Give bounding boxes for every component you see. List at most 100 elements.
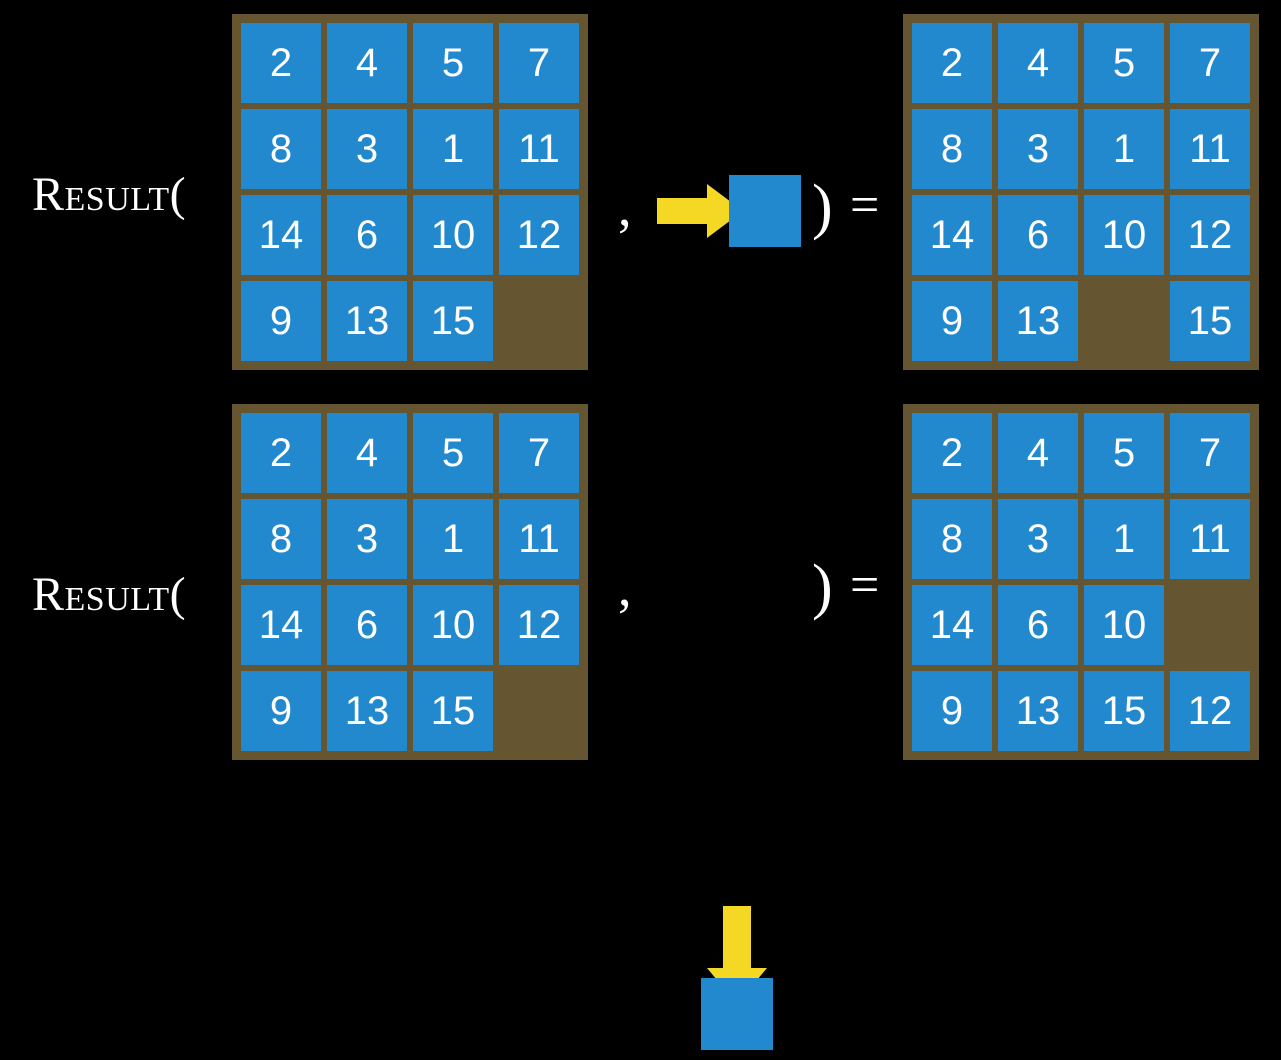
action-tile <box>701 978 773 1050</box>
board-cell: 15 <box>1084 671 1164 751</box>
tile: 6 <box>998 195 1078 275</box>
tile: 12 <box>1170 671 1250 751</box>
board-cell: 13 <box>998 281 1078 361</box>
tile: 2 <box>241 413 321 493</box>
board-cell: 5 <box>1084 23 1164 103</box>
tile: 1 <box>413 499 493 579</box>
board-cell: 7 <box>1170 23 1250 103</box>
tile: 13 <box>327 281 407 361</box>
action-tile <box>729 175 801 247</box>
tile: 7 <box>499 413 579 493</box>
tile: 15 <box>1170 281 1250 361</box>
board-cell: 11 <box>1170 499 1250 579</box>
empty-slot <box>1084 281 1164 361</box>
close-paren: ) <box>812 173 833 241</box>
tile: 5 <box>413 413 493 493</box>
tile: 10 <box>1084 195 1164 275</box>
tile: 14 <box>912 195 992 275</box>
board-cell: 5 <box>1084 413 1164 493</box>
board-cell <box>499 281 579 361</box>
tile: 7 <box>1170 23 1250 103</box>
equation-row: Result( 2 4 5 7 8 3 1 11 14 6 10 12 9 13… <box>0 390 1281 1050</box>
output-board: 2 4 5 7 8 3 1 11 14 6 10 12 9 13 15 <box>903 14 1259 370</box>
tile: 13 <box>998 281 1078 361</box>
tile: 13 <box>327 671 407 751</box>
empty-slot <box>499 671 579 751</box>
tile: 3 <box>327 109 407 189</box>
board-cell: 6 <box>998 585 1078 665</box>
action-operand <box>695 900 785 1060</box>
board-cell: 3 <box>327 109 407 189</box>
board-cell: 1 <box>1084 499 1164 579</box>
board-cell: 11 <box>1170 109 1250 189</box>
board-cell: 4 <box>998 413 1078 493</box>
tile: 15 <box>413 671 493 751</box>
board-cell: 2 <box>241 23 321 103</box>
board-cell: 9 <box>912 671 992 751</box>
board-cell: 4 <box>327 23 407 103</box>
tile: 9 <box>241 671 321 751</box>
tile: 1 <box>1084 109 1164 189</box>
empty-slot <box>499 281 579 361</box>
tile: 14 <box>912 585 992 665</box>
board-cell <box>499 671 579 751</box>
board-cell: 12 <box>1170 671 1250 751</box>
board-cell: 8 <box>912 109 992 189</box>
arrow-right-icon <box>657 184 743 238</box>
tile: 5 <box>1084 413 1164 493</box>
tile: 2 <box>912 23 992 103</box>
argument-separator: , <box>618 177 632 237</box>
board-cell: 13 <box>327 281 407 361</box>
board-cell: 3 <box>998 499 1078 579</box>
tile: 12 <box>499 195 579 275</box>
output-board: 2 4 5 7 8 3 1 11 14 6 10 9 13 15 12 <box>903 404 1259 760</box>
tile: 10 <box>1084 585 1164 665</box>
board-cell: 2 <box>912 413 992 493</box>
board-cell: 12 <box>499 585 579 665</box>
tile: 12 <box>499 585 579 665</box>
tile: 15 <box>413 281 493 361</box>
board-cell: 12 <box>1170 195 1250 275</box>
action-operand <box>655 170 810 255</box>
input-board: 2 4 5 7 8 3 1 11 14 6 10 12 9 13 15 <box>232 14 588 370</box>
tile: 9 <box>912 671 992 751</box>
tile: 13 <box>998 671 1078 751</box>
result-function-label: Result( <box>32 168 187 221</box>
board-cell: 6 <box>327 195 407 275</box>
board-cell: 3 <box>327 499 407 579</box>
tile: 10 <box>413 585 493 665</box>
board-cell: 7 <box>499 413 579 493</box>
tile: 3 <box>998 499 1078 579</box>
board-cell: 10 <box>413 585 493 665</box>
tile: 10 <box>413 195 493 275</box>
board-cell: 11 <box>499 499 579 579</box>
argument-separator: , <box>618 557 632 617</box>
empty-slot <box>1170 585 1250 665</box>
board-cell: 15 <box>413 281 493 361</box>
board-cell: 4 <box>998 23 1078 103</box>
tile: 14 <box>241 585 321 665</box>
tile: 8 <box>912 499 992 579</box>
tile: 4 <box>327 23 407 103</box>
tile: 3 <box>327 499 407 579</box>
board-cell: 6 <box>998 195 1078 275</box>
board-cell: 14 <box>912 195 992 275</box>
board-cell: 5 <box>413 413 493 493</box>
board-cell: 1 <box>413 499 493 579</box>
tile: 7 <box>499 23 579 103</box>
board-cell <box>1084 281 1164 361</box>
board-cell: 15 <box>413 671 493 751</box>
board-cell: 10 <box>1084 585 1164 665</box>
board-cell: 7 <box>1170 413 1250 493</box>
board-cell: 2 <box>241 413 321 493</box>
tile: 11 <box>1170 499 1250 579</box>
tile: 8 <box>241 109 321 189</box>
board-cell: 13 <box>327 671 407 751</box>
board-cell: 6 <box>327 585 407 665</box>
tile: 6 <box>327 585 407 665</box>
tile: 11 <box>499 109 579 189</box>
tile: 5 <box>413 23 493 103</box>
tile: 8 <box>241 499 321 579</box>
board-cell: 3 <box>998 109 1078 189</box>
tile: 7 <box>1170 413 1250 493</box>
